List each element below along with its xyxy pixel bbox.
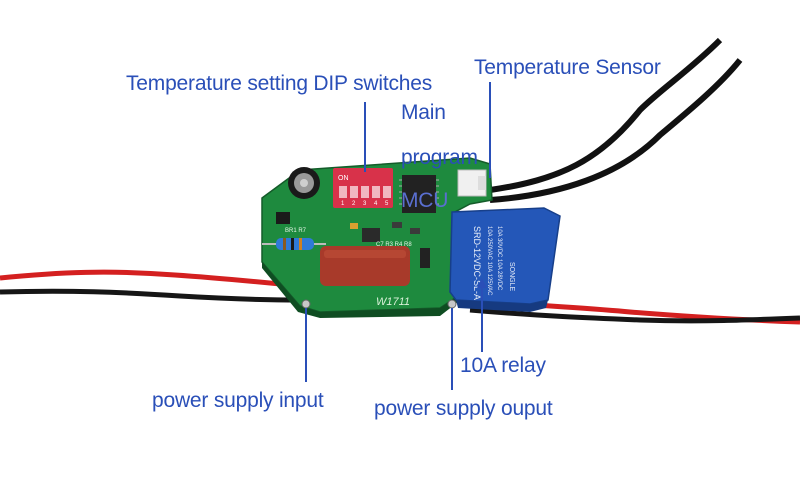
small-smd-2: [410, 228, 420, 234]
yellow-smd: [350, 223, 358, 229]
relay-model: SRD-12VDC-SL-A: [472, 226, 482, 300]
sensor-wire-1: [489, 37, 723, 193]
pcb-shadow: [262, 262, 458, 318]
label-main-program-line3: MCU: [401, 189, 449, 212]
left-red-wire: [0, 269, 301, 289]
label-temperature-sensor: Temperature Sensor: [474, 56, 661, 79]
dip-num-3: 3: [363, 201, 367, 207]
small-smd-1: [392, 222, 402, 228]
dip-num-4: 4: [374, 201, 378, 207]
label-power-input: power supply input: [152, 389, 324, 412]
resistor: [276, 238, 314, 250]
board-marking: W1711: [376, 296, 410, 308]
diode: [420, 248, 430, 268]
right-black-wire: [469, 307, 800, 324]
label-relay: 10A relay: [460, 354, 546, 377]
relay: SRD-12VDC-SL-A 10A 250VAC 10A 125VAC 10A…: [449, 207, 561, 312]
smd-labels: C7 R3 R4 R8: [376, 242, 412, 248]
label-main-program-line1: Main: [401, 101, 446, 124]
output-terminal: [447, 299, 457, 309]
callout-relay-arrow: [477, 278, 487, 288]
dip-num-1: 1: [341, 201, 345, 207]
label-dip-switches: Temperature setting DIP switches: [126, 72, 433, 95]
dip-num-5: 5: [385, 201, 389, 207]
relay-rating-2: 10A 30VDC 10A 28VDC: [496, 226, 502, 291]
input-terminal: [301, 299, 311, 309]
sensor-wire-2: [489, 58, 743, 203]
left-black-wire: [0, 288, 301, 303]
label-main-program-line2: program: [401, 146, 478, 169]
dip-on-text: ON: [338, 175, 349, 182]
relay-rating-1: 10A 250VAC 10A 125VAC: [486, 226, 492, 296]
resistor-label: BR1 R7: [285, 228, 307, 234]
relay-brand: SONGLE: [508, 262, 515, 292]
dip-num-2: 2: [352, 201, 356, 207]
smd-capacitor: [362, 228, 380, 242]
mcu-chip: [402, 175, 436, 213]
label-power-output: power supply ouput: [374, 397, 553, 420]
transistor: [276, 212, 290, 224]
